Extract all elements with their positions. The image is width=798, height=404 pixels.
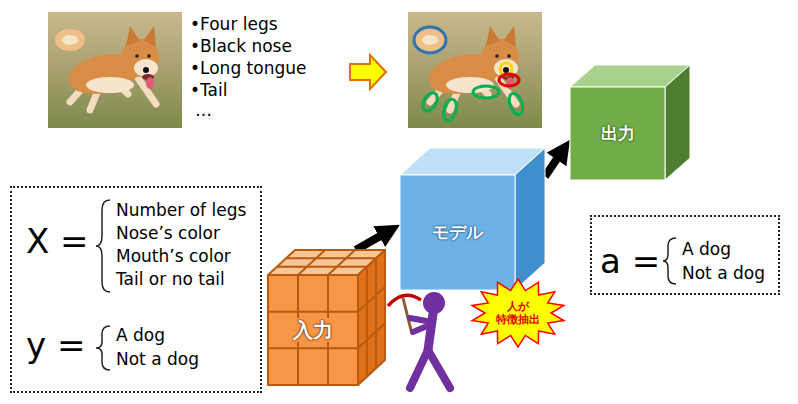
cube-grid <box>298 250 325 275</box>
leg-marker <box>441 98 458 122</box>
leg-marker <box>420 90 440 113</box>
flow-arrow <box>545 156 559 177</box>
bullet-text: •Four legs <box>190 14 278 34</box>
list-item: A dog <box>116 325 165 345</box>
cube-shape <box>570 65 690 180</box>
mouth-marker <box>499 74 519 86</box>
cube-grid <box>286 257 376 259</box>
callout-text: 人が 特徴抽出 <box>494 300 542 326</box>
dog-photo <box>48 12 182 128</box>
output-cube: 出力 <box>570 65 690 180</box>
cube-label: 出力 <box>601 123 635 143</box>
feature-box: X = Number of legsNose’s colorMouth’s col… <box>10 186 262 393</box>
leg-marker <box>473 86 499 98</box>
dog-photo-marked <box>408 12 542 128</box>
equation-label: y = <box>26 328 85 362</box>
callout-burst: 人が 特徴抽出 <box>470 278 566 348</box>
list-item: Number of legs <box>116 200 246 220</box>
cube-label: モデル <box>432 222 483 242</box>
bullet-text: … <box>195 100 212 120</box>
flow-arrow <box>356 234 384 250</box>
cube-side <box>515 148 545 290</box>
cube-side <box>665 65 690 180</box>
brace <box>96 200 110 292</box>
model-cube: モデル <box>400 148 545 290</box>
cube-grid <box>268 347 358 349</box>
person-arms <box>410 318 432 332</box>
list-item: Nose’s color <box>116 223 220 243</box>
transform-arrow <box>350 55 386 89</box>
cube-side <box>358 250 385 385</box>
bullet-text: •Long tongue <box>190 58 306 78</box>
cube-grid <box>277 266 367 268</box>
list-item: Not a dog <box>116 349 199 369</box>
cube-grid <box>358 323 385 348</box>
bullet-text: •Tail <box>190 80 227 100</box>
list-item: Tail or no tail <box>116 269 225 289</box>
cube-grid <box>268 311 358 313</box>
output-box: a = A dogNot a dog <box>590 215 780 295</box>
list-item: A dog <box>682 239 731 259</box>
cube-grid <box>328 250 355 275</box>
cube-shape <box>400 148 545 290</box>
person-legs <box>410 350 450 388</box>
tail-marker <box>414 27 446 53</box>
cube-grid <box>358 287 385 312</box>
cube-front <box>268 275 358 385</box>
pickaxe-head <box>388 295 421 306</box>
cube-label: 入力 <box>290 318 336 342</box>
list-item: Not a dog <box>682 263 765 283</box>
cube-front <box>400 175 515 290</box>
bullet-text: •Black nose <box>190 36 292 56</box>
equation-label: X = <box>26 224 89 258</box>
brace <box>663 238 676 284</box>
input-cube: 入力 <box>268 250 385 385</box>
leg-marker <box>507 92 526 117</box>
equation-label: a = <box>600 244 660 278</box>
cube-grid <box>366 267 368 377</box>
cube-front <box>570 87 665 180</box>
brace <box>96 326 110 370</box>
cube-grid <box>375 258 377 368</box>
burst-outline <box>472 279 564 347</box>
list-item: Mouth’s color <box>116 246 231 266</box>
